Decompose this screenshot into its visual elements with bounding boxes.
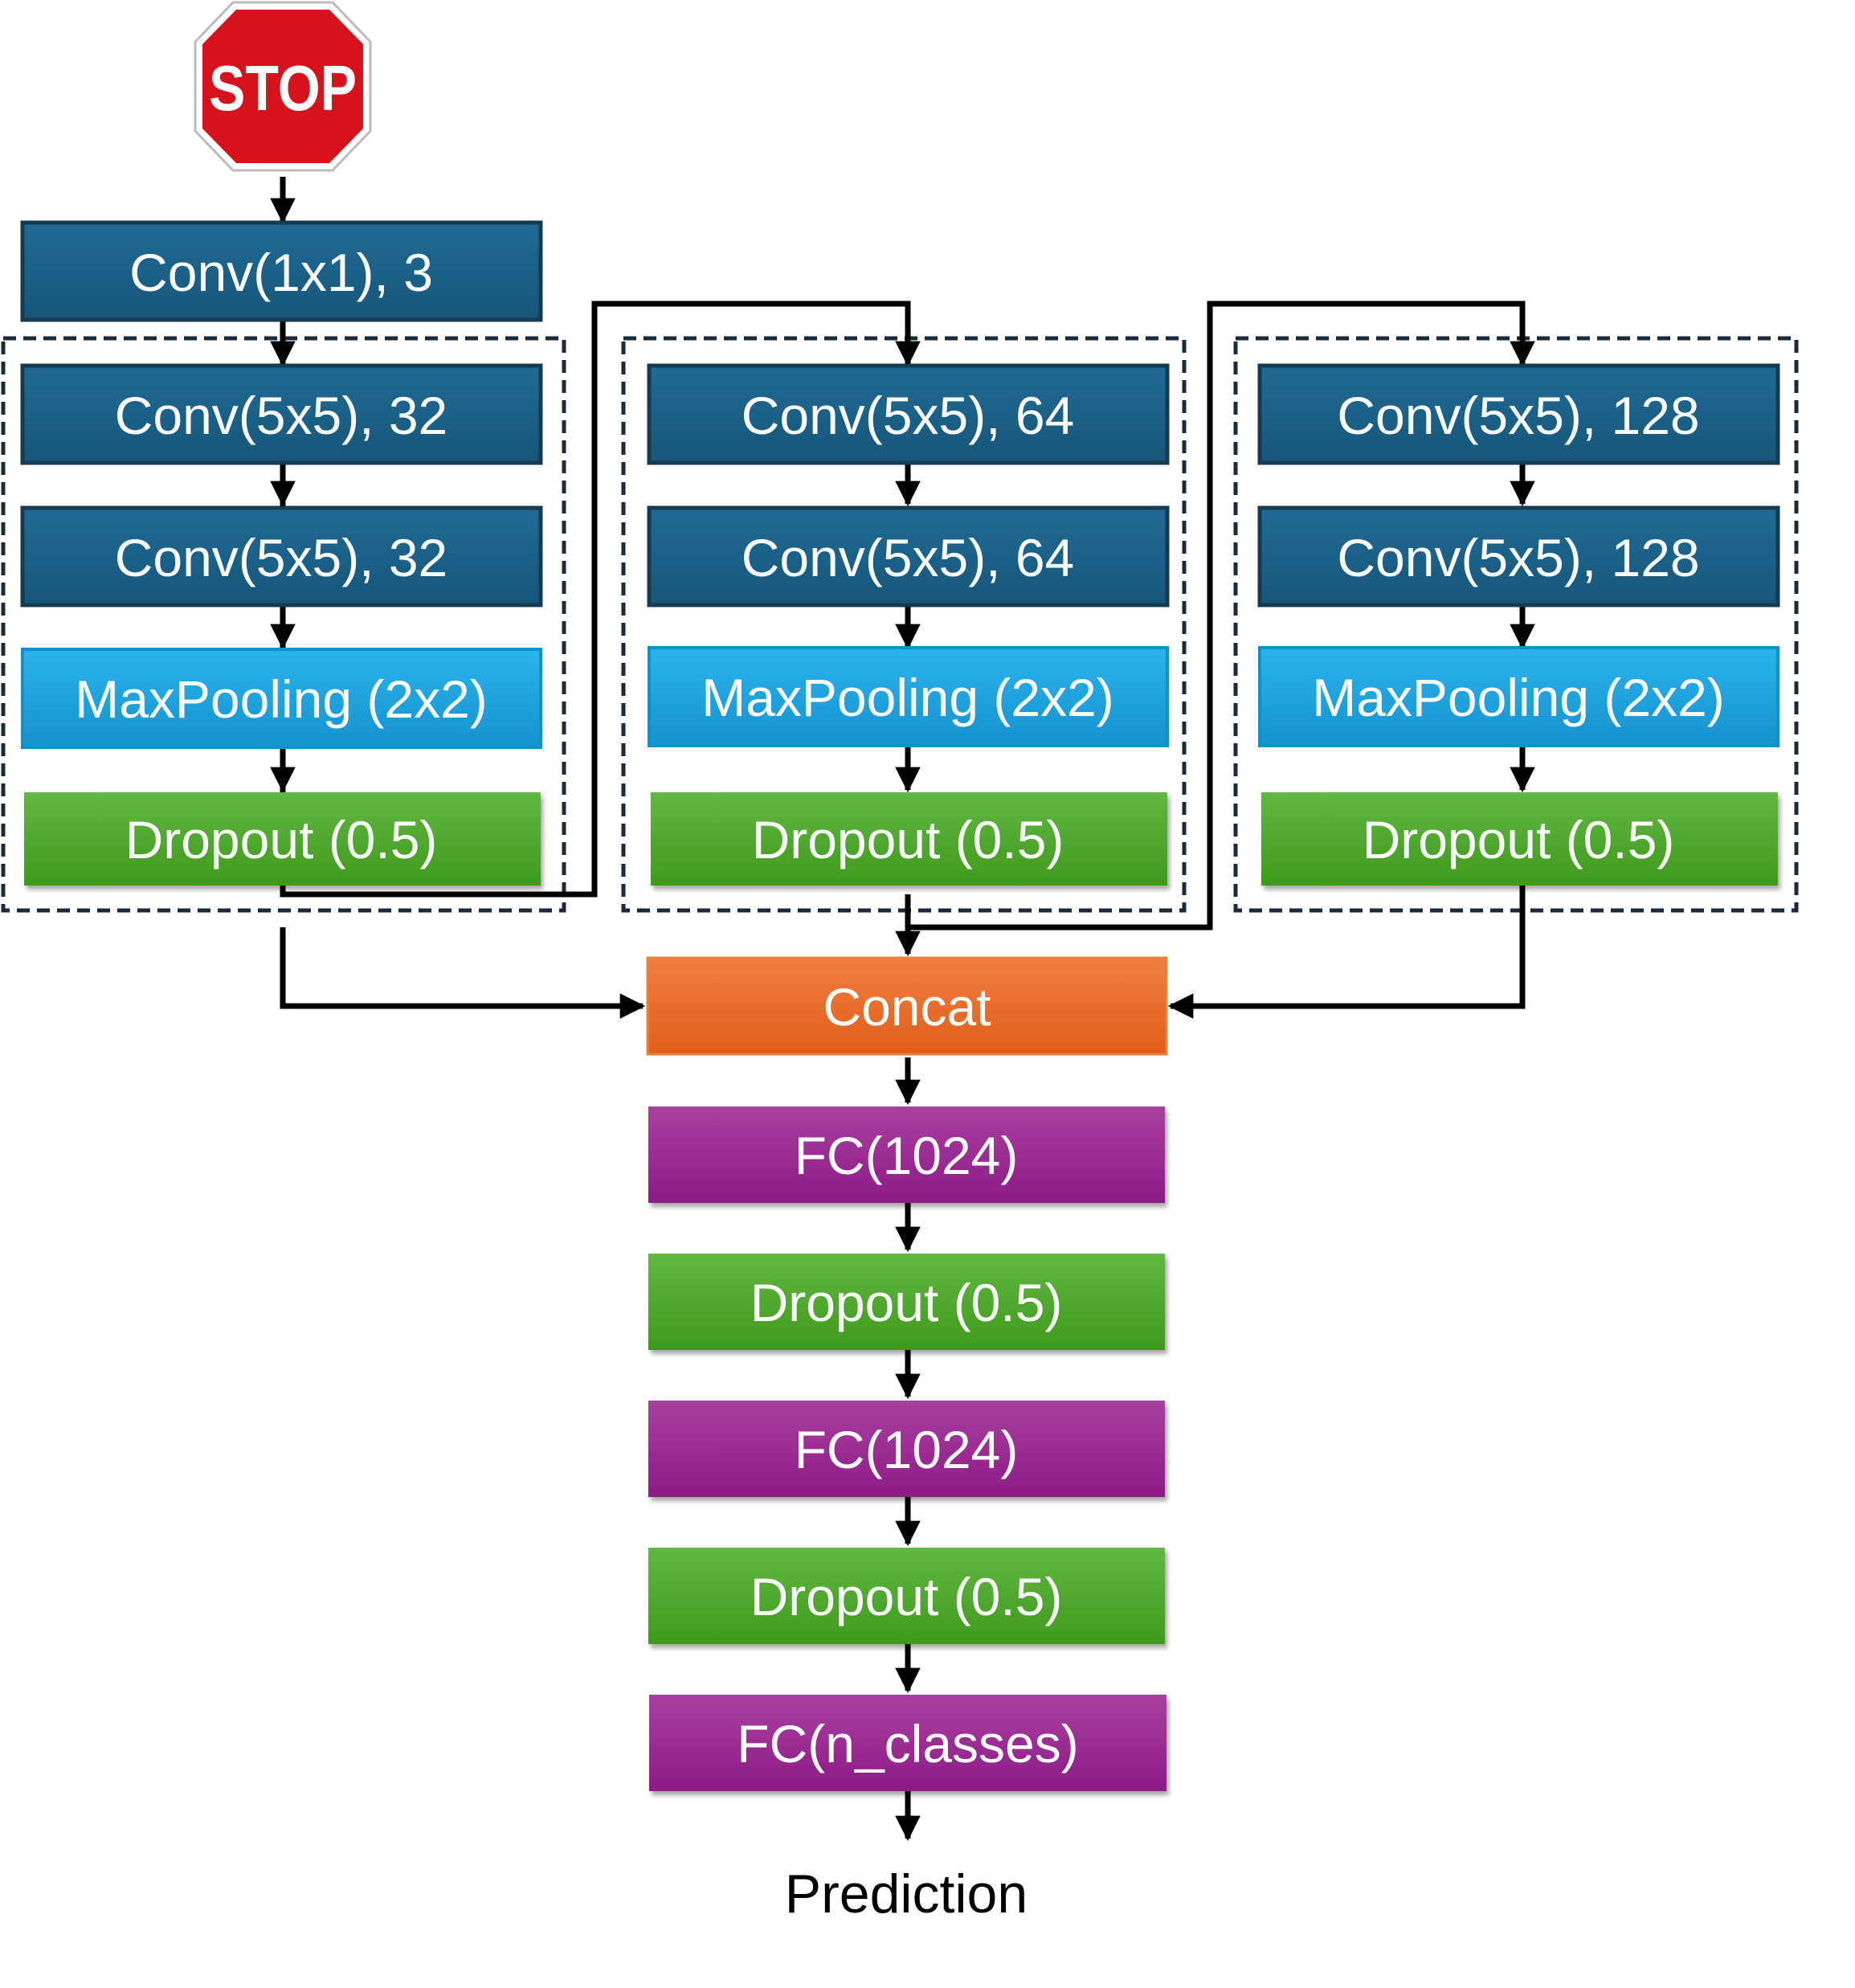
route-stem-to-b3 — [905, 301, 1535, 931]
branch-2-pool-label: MaxPooling (2x2) — [701, 668, 1114, 727]
branch-group-1 — [1, 336, 566, 913]
branch-1-pool-label: MaxPooling (2x2) — [75, 669, 488, 729]
head-dropout2-block: Dropout (0.5) — [648, 1548, 1165, 1644]
branch-2-conv2-label: Conv(5x5), 64 — [742, 528, 1075, 587]
fc2-block: FC(1024) — [648, 1401, 1165, 1497]
stem-conv-label: Conv(1x1), 3 — [129, 243, 433, 302]
branch-2-dropout-label: Dropout (0.5) — [752, 810, 1064, 869]
fc2-label: FC(1024) — [795, 1420, 1019, 1479]
branch-group-3 — [1233, 336, 1799, 913]
branch-3: Conv(5x5), 128 Conv(5x5), 128 MaxPooling… — [1257, 363, 1780, 886]
prediction-label: Prediction — [785, 1863, 1028, 1925]
branch-3-dropout-label: Dropout (0.5) — [1363, 810, 1675, 869]
fc-out-block: FC(n_classes) — [649, 1695, 1167, 1791]
branch-1: Conv(5x5), 32 Conv(5x5), 32 MaxPooling (… — [20, 363, 543, 886]
branch-2-conv1-label: Conv(5x5), 64 — [742, 386, 1075, 445]
concat-label: Concat — [823, 977, 991, 1037]
branch-1-conv1-label: Conv(5x5), 32 — [115, 386, 448, 445]
branch-3-conv2-label: Conv(5x5), 128 — [1337, 528, 1699, 587]
branch-3-conv1-label: Conv(5x5), 128 — [1337, 386, 1699, 445]
branch-2: Conv(5x5), 64 Conv(5x5), 64 MaxPooling (… — [647, 363, 1170, 886]
fc-out-label: FC(n_classes) — [737, 1714, 1078, 1773]
stop-sign-icon: STOP — [194, 1, 372, 172]
arrow-b3-to-concat — [1167, 886, 1526, 1019]
stop-sign-text: STOP — [209, 52, 357, 124]
fc1-block: FC(1024) — [648, 1106, 1165, 1203]
arrow-b1-to-concat — [280, 927, 646, 1019]
stem-conv-block: Conv(1x1), 3 — [20, 220, 543, 322]
branch-1-dropout-label: Dropout (0.5) — [125, 810, 438, 869]
fc1-label: FC(1024) — [795, 1126, 1019, 1185]
concat-block: Concat — [646, 956, 1168, 1056]
head-dropout1-block: Dropout (0.5) — [648, 1254, 1165, 1350]
branch-3-pool-label: MaxPooling (2x2) — [1312, 668, 1725, 727]
head-dropout2-label: Dropout (0.5) — [750, 1567, 1063, 1626]
head-dropout1-label: Dropout (0.5) — [750, 1273, 1063, 1332]
branch-group-2 — [621, 336, 1187, 913]
branch-1-conv2-label: Conv(5x5), 32 — [115, 528, 448, 587]
